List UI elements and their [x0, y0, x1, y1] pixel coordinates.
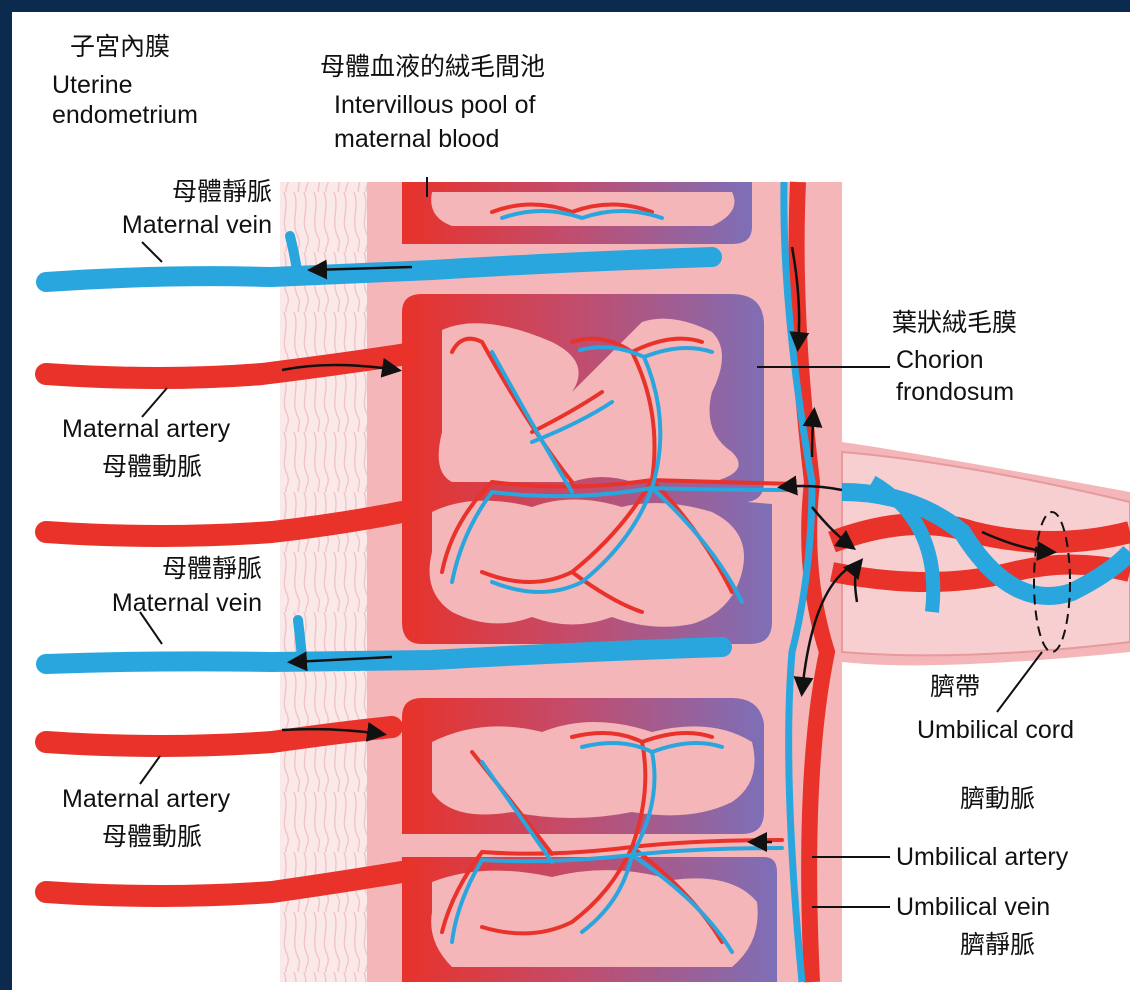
- label-uterine-en-1: Uterine: [52, 70, 133, 100]
- label-chorion-en-1: Chorion: [896, 345, 984, 375]
- label-umbilical-vein-en: Umbilical vein: [896, 892, 1050, 922]
- label-umbilical-artery-en: Umbilical artery: [896, 842, 1068, 872]
- placenta-diagram: 子宮內膜 Uterine endometrium 母體血液的絨毛間池 Inter…: [12, 12, 1130, 990]
- label-chorion-en-2: frondosum: [896, 377, 1014, 407]
- label-uterine-en-2: endometrium: [52, 100, 198, 130]
- label-cord-zh: 臍帶: [930, 672, 980, 702]
- label-pool-en-2: maternal blood: [334, 124, 499, 154]
- label-maternal-artery-1-en: Maternal artery: [62, 414, 230, 444]
- maternal-artery-2: [46, 512, 402, 536]
- label-umbilical-artery-zh: 臍動脈: [960, 784, 1035, 814]
- label-pool-en-1: Intervillous pool of: [334, 90, 536, 120]
- label-chorion-zh: 葉狀絨毛膜: [892, 308, 1017, 338]
- label-maternal-vein-2-en: Maternal vein: [42, 588, 262, 618]
- label-maternal-vein-1-en: Maternal vein: [52, 210, 272, 240]
- label-maternal-vein-2-zh: 母體靜脈: [72, 554, 262, 584]
- label-cord-en: Umbilical cord: [917, 715, 1074, 745]
- label-umbilical-vein-zh: 臍靜脈: [960, 930, 1035, 960]
- label-pool-zh: 母體血液的絨毛間池: [320, 52, 545, 82]
- label-uterine-zh: 子宮內膜: [70, 32, 170, 62]
- label-maternal-artery-2-zh: 母體動脈: [102, 822, 202, 852]
- label-maternal-artery-2-en: Maternal artery: [62, 784, 230, 814]
- label-maternal-artery-1-zh: 母體動脈: [102, 452, 202, 482]
- label-maternal-vein-1-zh: 母體靜脈: [72, 177, 272, 207]
